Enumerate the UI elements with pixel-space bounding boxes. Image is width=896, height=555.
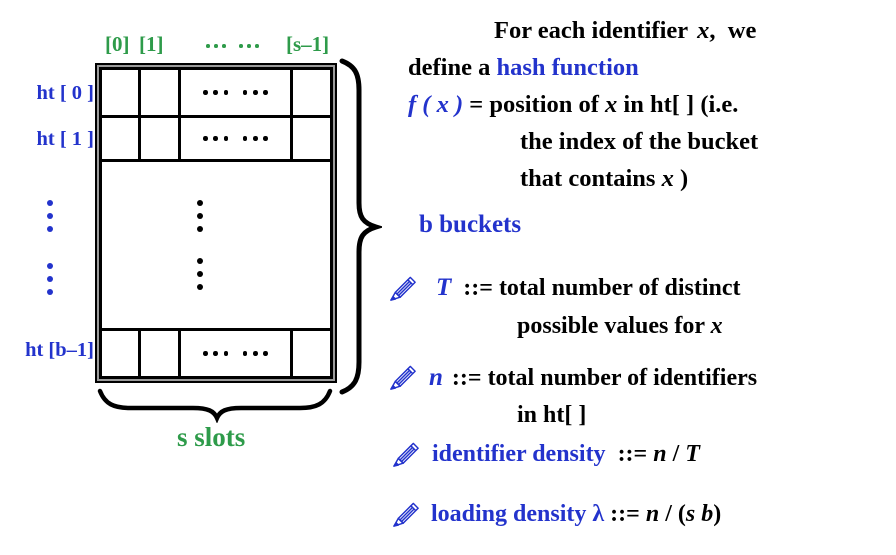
intro-line3-text: position of	[489, 91, 599, 118]
slot-cell-wide	[181, 118, 293, 159]
row-label-ht1: ht [ 1 ]	[36, 128, 94, 150]
slot-ellipsis-dots	[200, 90, 270, 95]
intro-line1-tail: , we	[709, 17, 757, 44]
var-n: n	[653, 441, 667, 467]
pencil-icon	[390, 276, 416, 301]
var-T: T	[436, 274, 452, 301]
var-x: x	[605, 91, 618, 118]
slash: /	[665, 501, 672, 527]
pencil-icon	[390, 365, 416, 390]
var-x: x	[661, 165, 674, 192]
def-T-text: ::= total number of distinct	[463, 275, 741, 301]
slot-cell	[293, 331, 330, 376]
var-f-of-x: f ( x )	[408, 91, 464, 118]
defines-op: ::=	[617, 441, 648, 467]
bucket-ellipsis-dots-lower	[197, 254, 203, 294]
var-x: x	[697, 17, 710, 44]
var-s-b: s b	[685, 501, 714, 527]
open-paren: (	[677, 501, 686, 527]
def-T-cont-text: possible values for	[517, 313, 705, 339]
hash-table	[95, 63, 337, 383]
slot-cell-wide	[181, 70, 293, 115]
pencil-icon	[393, 502, 419, 527]
hash-function-term: hash function	[496, 54, 639, 81]
intro-line2-text: define a	[408, 54, 491, 81]
row-label-ht0: ht [ 0 ]	[36, 82, 94, 104]
slot-cell	[141, 70, 181, 115]
slot-ellipsis-dots	[200, 136, 270, 141]
intro-line-5: that contains x )	[408, 160, 896, 197]
close-paren: )	[713, 501, 722, 527]
intro-line-1: For each identifier x, we	[408, 12, 896, 49]
intro-line1-text: For each identifier	[494, 17, 689, 44]
slot-cell	[102, 331, 141, 376]
close-paren: )	[679, 165, 689, 192]
b-buckets-label: b buckets	[419, 211, 522, 238]
slash: /	[672, 441, 680, 467]
def-T-cont: possible values for x	[517, 313, 723, 340]
defines-op: ::=	[610, 501, 640, 527]
slot-cell	[293, 118, 330, 159]
col-header-1: [1]	[139, 32, 164, 56]
col-header-last: [s–1]	[286, 32, 330, 56]
def-n: n::= total number of identifiers	[429, 364, 757, 392]
intro-line3-tail: in ht[ ] (i.e.	[623, 91, 739, 118]
var-x: x	[710, 313, 723, 339]
intro-line-3: f ( x ) = position of x in ht[ ] (i.e.	[408, 86, 896, 123]
slot-cell	[102, 118, 141, 159]
row-ellipsis-dots-lower	[47, 259, 53, 299]
identifier-density-term: identifier density	[432, 441, 606, 467]
col-header-0: [0]	[105, 32, 130, 56]
def-identifier-density: identifier density ::= n / T	[432, 441, 700, 468]
slot-cell	[102, 70, 141, 115]
slot-ellipsis-dots	[200, 351, 270, 356]
var-n: n	[429, 364, 443, 391]
slot-cell	[141, 331, 181, 376]
s-slots-label: s slots	[177, 422, 246, 452]
row-label-htb1: ht [b–1]	[25, 339, 94, 361]
def-n-text: ::= total number of identifiers	[451, 365, 758, 391]
row-ellipsis-dots-upper	[47, 196, 53, 236]
pencil-icon	[393, 442, 419, 467]
hash-table-grid	[99, 67, 333, 379]
bucket-row-0	[102, 70, 330, 118]
def-T: T::= total number of distinct	[436, 274, 741, 302]
slot-cell-wide	[181, 331, 293, 376]
right-brace	[339, 58, 382, 395]
var-n: n	[645, 501, 660, 527]
bucket-row-last	[102, 331, 330, 376]
col-header-ellipsis-dots	[204, 44, 261, 48]
intro-line-4: the index of the bucket	[520, 128, 759, 155]
def-loading-density: loading density λ ::= n / (s b)	[431, 501, 721, 528]
intro-line-2: define a hash function	[408, 49, 896, 86]
loading-density-term: loading density λ	[431, 501, 605, 527]
slot-cell	[293, 70, 330, 115]
slot-cell	[141, 118, 181, 159]
equals-sign: =	[469, 91, 484, 118]
intro-line5-text: that contains	[520, 165, 656, 192]
def-n-cont: in ht[ ]	[517, 402, 587, 428]
hash-table-inner-frame	[97, 65, 335, 381]
bottom-brace	[97, 388, 333, 423]
var-T: T	[685, 441, 700, 467]
middle-gap-region	[102, 162, 330, 331]
bucket-row-1	[102, 118, 330, 162]
bucket-ellipsis-dots-upper	[197, 196, 203, 236]
